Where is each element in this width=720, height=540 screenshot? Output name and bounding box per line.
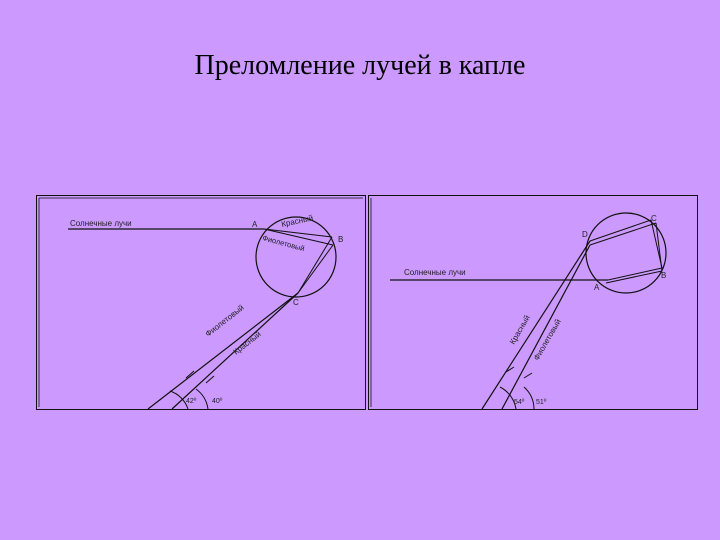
left-label-point-a: А bbox=[252, 220, 258, 229]
left-outgoing-red bbox=[171, 292, 299, 410]
left-label-angle-1: 42º bbox=[186, 398, 197, 405]
right-angle-arc-2 bbox=[523, 386, 535, 410]
right-label-point-c: С bbox=[651, 214, 657, 223]
left-arrow-tick-2 bbox=[205, 375, 215, 384]
right-arrow-tick-2 bbox=[523, 372, 533, 379]
left-ray-b-c-violet bbox=[297, 244, 334, 294]
left-ray-a-b-upper bbox=[263, 228, 333, 238]
right-label-point-d: D bbox=[582, 230, 588, 239]
right-label-sun-rays: Солнечные лучи bbox=[404, 268, 466, 277]
right-ray-c-d-2 bbox=[589, 222, 657, 246]
right-diagram-panel: Солнечные лучи А В С D Красный Фиолетовы… bbox=[368, 195, 698, 410]
left-diagram: Солнечные лучи А В С Красный Фиолетовый … bbox=[36, 195, 366, 410]
right-arrow-tick-1 bbox=[505, 366, 515, 373]
right-frame bbox=[368, 195, 698, 410]
left-label-sun-rays: Солнечные лучи bbox=[70, 219, 132, 228]
right-label-point-a: А bbox=[594, 283, 600, 292]
right-outgoing-red bbox=[481, 240, 591, 410]
left-outgoing-violet bbox=[147, 292, 299, 410]
right-angle-arc-1 bbox=[499, 386, 517, 410]
right-label-angle-1: 54º bbox=[514, 399, 525, 406]
right-ray-c-d-1 bbox=[589, 219, 652, 242]
left-frame bbox=[36, 195, 366, 410]
left-label-angle-2: 40º bbox=[212, 398, 223, 405]
right-ray-b-c-2 bbox=[655, 222, 663, 272]
left-angle-arc-1 bbox=[169, 390, 189, 410]
slide-title: Преломление лучей в капле bbox=[194, 50, 526, 81]
left-ray-b-c-red bbox=[297, 236, 333, 294]
left-diagram-panel: Солнечные лучи А В С Красный Фиолетовый … bbox=[36, 195, 366, 410]
left-label-point-c: С bbox=[293, 298, 299, 307]
right-ray-a-b-2 bbox=[605, 270, 663, 284]
left-ray-a-b-lower bbox=[263, 228, 334, 246]
right-label-angle-2: 51º bbox=[536, 399, 547, 406]
left-angle-arc-2 bbox=[195, 388, 209, 410]
left-droplet-circle bbox=[255, 216, 337, 298]
right-outgoing-violet bbox=[501, 244, 591, 410]
right-ray-a-b-1 bbox=[607, 267, 663, 281]
right-label-point-b: В bbox=[661, 271, 666, 280]
right-diagram: Солнечные лучи А В С D Красный Фиолетовы… bbox=[368, 195, 698, 410]
left-arrow-tick-1 bbox=[185, 370, 195, 379]
left-label-point-b: В bbox=[338, 235, 343, 244]
